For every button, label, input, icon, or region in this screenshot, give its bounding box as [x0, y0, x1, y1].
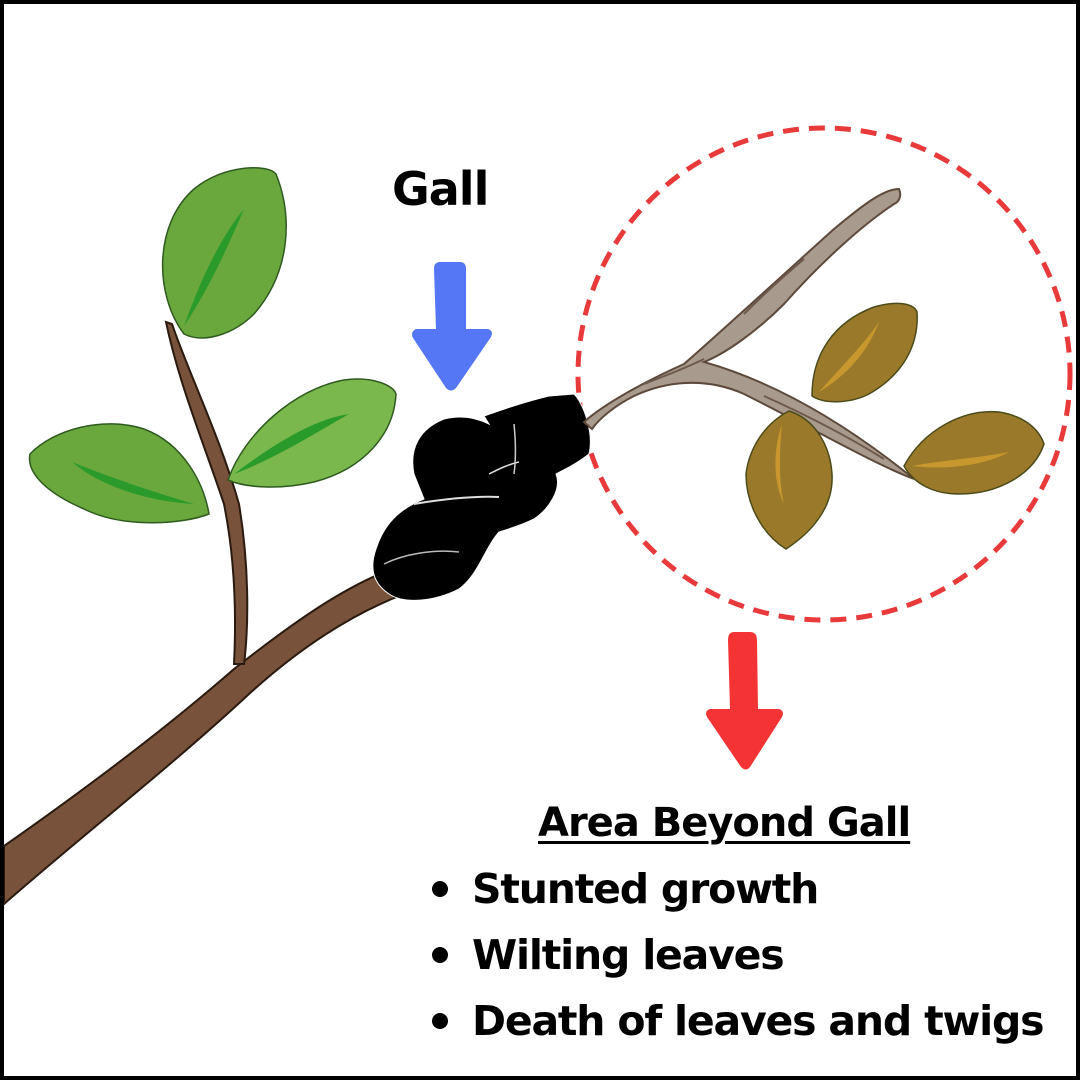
dead-leaves [745, 302, 1045, 550]
effects-list: Stunted growth Wilting leaves Death of l… [424, 856, 1074, 1054]
illustration [4, 125, 1073, 906]
effect-item: Wilting leaves [424, 922, 1074, 988]
bullet-icon [432, 881, 448, 897]
effect-text: Stunted growth [472, 865, 819, 913]
dead-leaf [811, 302, 918, 403]
effects-panel: Area Beyond Gall Stunted growth Wilting … [424, 800, 1074, 1054]
effect-text: Wilting leaves [472, 931, 785, 979]
dead-leaf [745, 410, 833, 550]
healthy-leaf [227, 378, 397, 488]
gall [372, 393, 591, 601]
arrow-down-blue-icon [412, 262, 492, 391]
effects-title: Area Beyond Gall [538, 800, 911, 846]
healthy-leaves [28, 167, 397, 524]
healthy-leaf [28, 423, 210, 524]
bullet-icon [432, 947, 448, 963]
dead-twig [582, 187, 915, 480]
bullet-icon [432, 1013, 448, 1029]
dead-leaf [903, 410, 1045, 495]
healthy-leaf [161, 167, 287, 339]
effect-item: Death of leaves and twigs [424, 988, 1074, 1054]
effect-item: Stunted growth [424, 856, 1074, 922]
arrow-down-red-icon [706, 632, 783, 770]
gall-label: Gall [392, 162, 489, 216]
effect-text: Death of leaves and twigs [472, 997, 1045, 1045]
affected-area-circle [575, 125, 1073, 623]
